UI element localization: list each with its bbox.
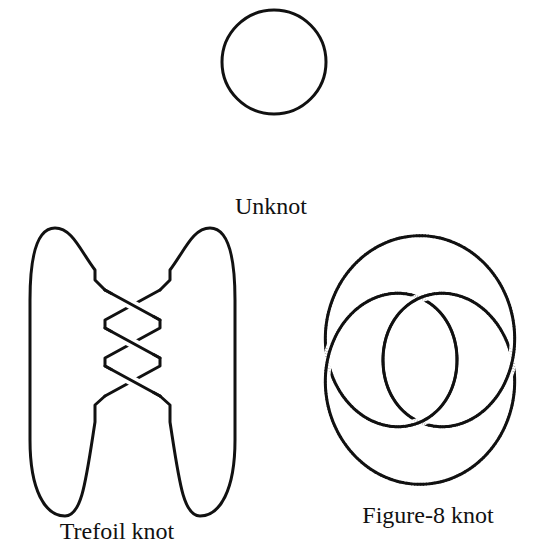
strand	[403, 307, 404, 311]
unknot-loop	[222, 10, 326, 114]
strand-gap	[508, 317, 519, 320]
strand	[436, 409, 440, 410]
figure-eight-knot	[325, 236, 514, 485]
strand	[436, 409, 437, 413]
strand	[511, 317, 515, 320]
strand-gap	[397, 309, 408, 310]
strand	[325, 400, 329, 403]
knot-name: Unknot	[235, 193, 307, 219]
knot-name: Trefoil knot	[60, 518, 174, 544]
strand-gap	[322, 400, 333, 403]
strand	[400, 309, 404, 310]
trefoil-knot	[30, 228, 235, 516]
knot-name: Figure-8 knot	[362, 502, 493, 528]
strand-gap	[432, 409, 443, 410]
